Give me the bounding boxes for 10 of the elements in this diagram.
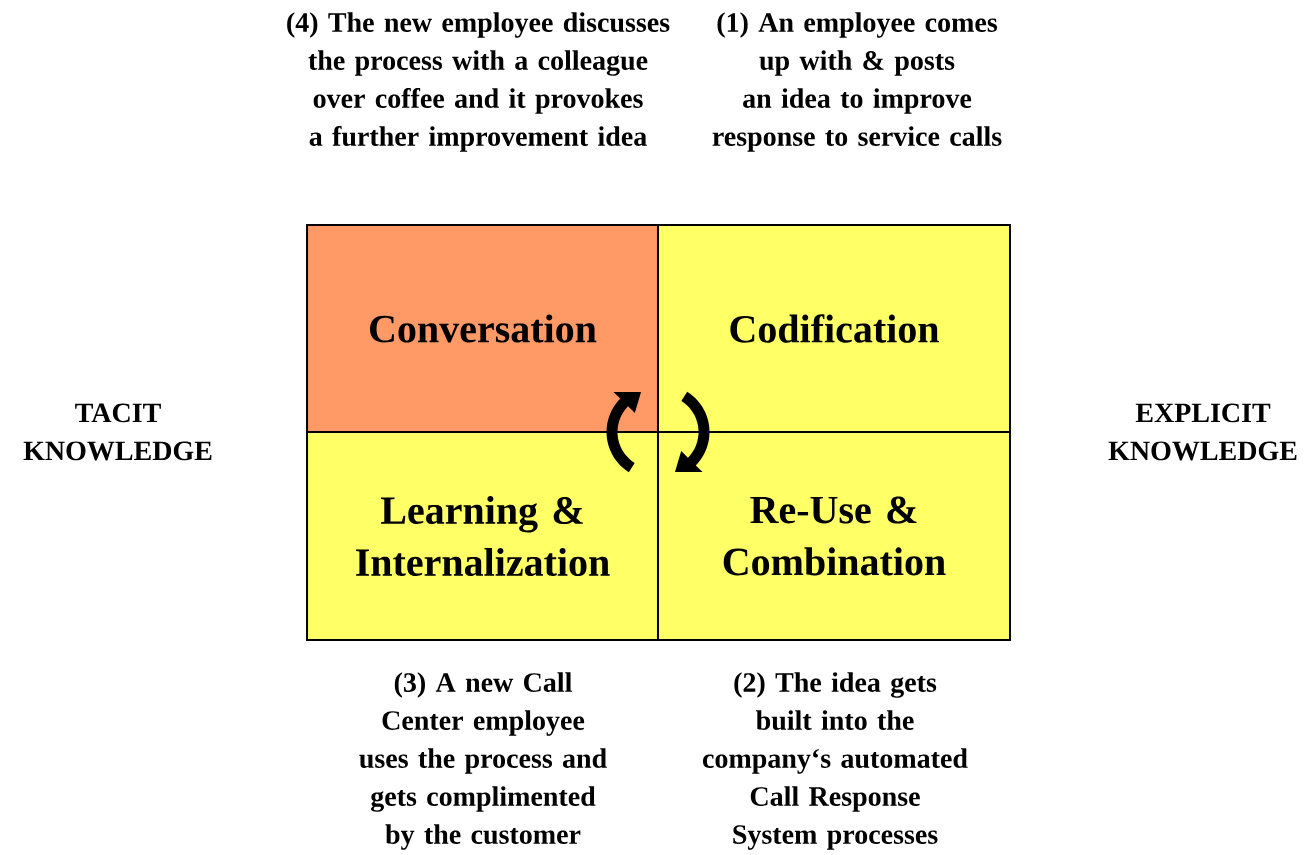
- axis-label: EXPLICIT KNOWLEDGE: [1108, 403, 1297, 461]
- description-text: (4) The new employee discusses the process with a colleague over coffee and it provokes a further improvement idea: [287, 12, 670, 152]
- quadrant-box: Codification: [657, 224, 1011, 433]
- description-text: (3) A new Call Center employee uses the process and gets complimented by the customer: [359, 672, 607, 850]
- description-text: (1) An employee comes up with & posts an idea to improve response to service calls: [712, 12, 1002, 152]
- axis-label: TACIT KNOWLEDGE: [23, 403, 212, 461]
- quadrant-box: Learning & Internalization: [306, 431, 659, 641]
- quadrant-box: Re-Use & Combination: [657, 431, 1011, 641]
- description-text: (2) The idea gets built into the company‘s automated Call Response System processes: [702, 672, 968, 850]
- quadrant-box: Conversation: [306, 224, 659, 433]
